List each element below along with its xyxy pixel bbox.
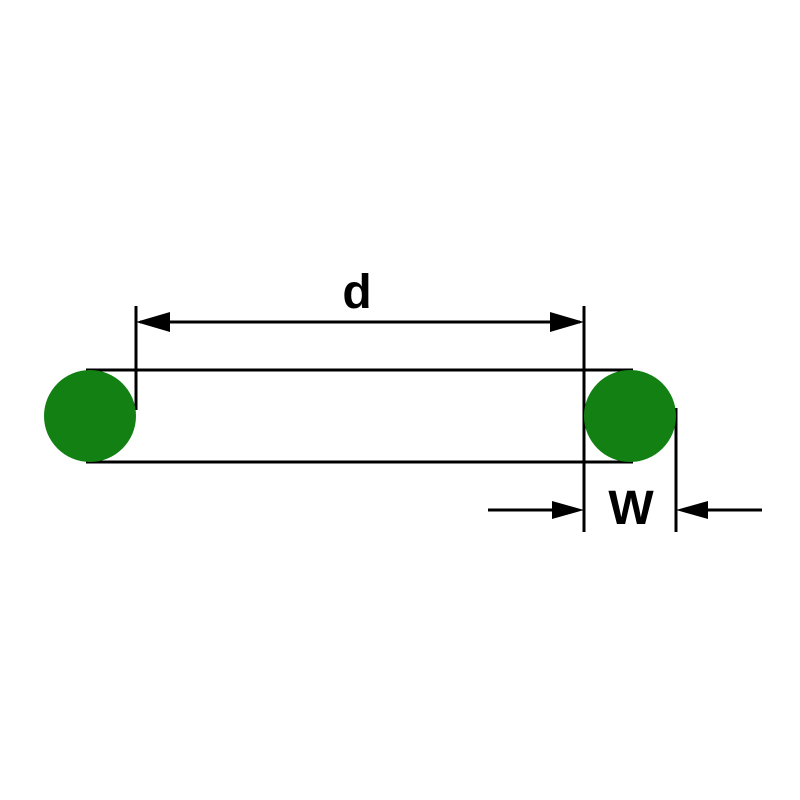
arrowhead-w-right: [676, 501, 708, 519]
cross-section-width-label: W: [608, 482, 654, 535]
oring-section-right: [584, 370, 676, 462]
oring-section-left: [44, 370, 136, 462]
diagram-linework: [86, 306, 762, 532]
arrowhead-w-left: [552, 501, 584, 519]
inner-diameter-label: d: [342, 266, 371, 319]
arrowhead-d-left: [136, 312, 170, 332]
arrowhead-d-right: [550, 312, 584, 332]
